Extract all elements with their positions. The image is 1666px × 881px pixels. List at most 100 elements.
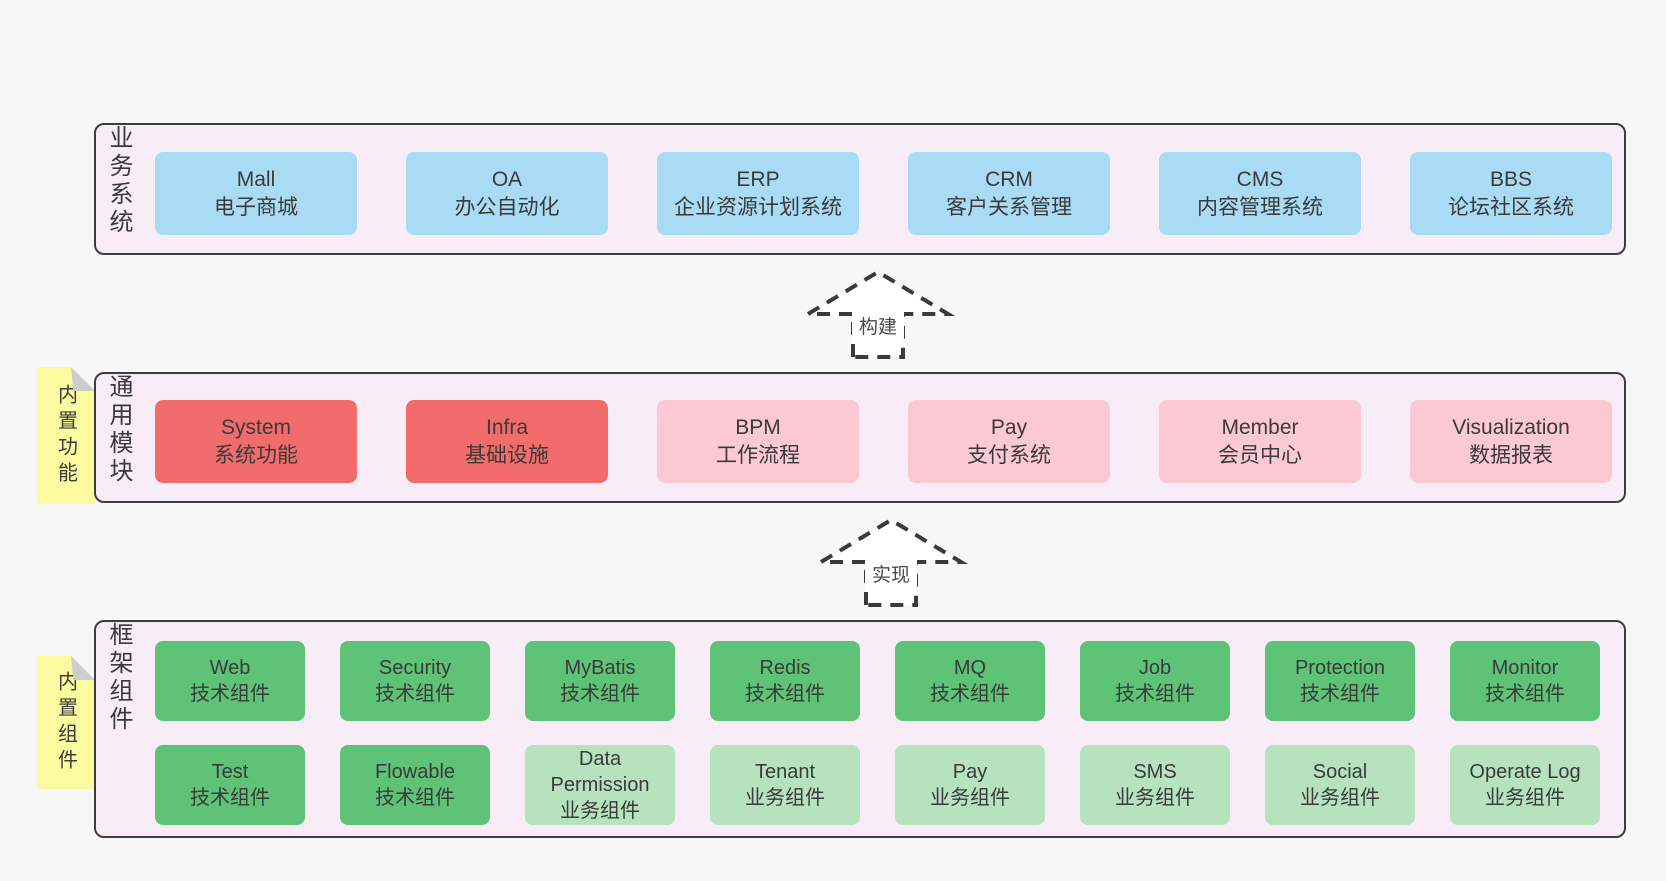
module-title: Job (1138, 657, 1172, 679)
module-subtitle: 技术组件 (190, 787, 270, 809)
module-title: SMS (1133, 761, 1177, 783)
module-subtitle: 数据报表 (1469, 443, 1553, 467)
module-subtitle: 业务组件 (930, 787, 1010, 809)
component-box-tenant: Tenant 业务组件 (710, 745, 860, 825)
module-box-member: Member 会员中心 (1159, 400, 1361, 483)
module-title: Web (209, 657, 251, 679)
module-subtitle: 内容管理系统 (1197, 195, 1323, 219)
component-box-job: Job 技术组件 (1080, 641, 1230, 721)
module-title: MQ (953, 657, 987, 679)
build-arrow-icon: 构建 (800, 269, 956, 359)
module-title: Flowable (374, 761, 456, 783)
module-subtitle: 技术组件 (930, 683, 1010, 705)
component-box-mybatis: MyBatis 技术组件 (525, 641, 675, 721)
module-title: Social (1312, 761, 1368, 783)
module-subtitle: 办公自动化 (454, 195, 560, 219)
component-box-test: Test 技术组件 (155, 745, 305, 825)
module-box-visualization: Visualization 数据报表 (1410, 400, 1612, 483)
implement-arrow-icon: 实现 (813, 517, 969, 607)
module-title: Monitor (1491, 657, 1559, 679)
module-title: Pay (990, 415, 1028, 439)
layer-common-modules: 通用模块 System 系统功能 Infra 基础设施 BPM 工作流程 Pay 支付系统 Me… (94, 372, 1626, 503)
module-title: OA (491, 167, 523, 191)
module-subtitle: 技术组件 (1115, 683, 1195, 705)
module-title: CRM (985, 167, 1033, 191)
module-title: Mall (236, 167, 276, 191)
system-box-bbs: BBS 论坛社区系统 (1410, 152, 1612, 235)
system-box-crm: CRM 客户关系管理 (908, 152, 1110, 235)
component-box-flowable: Flowable 技术组件 (340, 745, 490, 825)
module-subtitle: 论坛社区系统 (1448, 195, 1574, 219)
module-title: Pay (952, 761, 988, 783)
sticky-note-built-in-features: 内置功能 (37, 367, 95, 504)
module-subtitle: 系统功能 (214, 443, 298, 467)
sticky-note-label: 内置功能 (54, 383, 77, 488)
module-subtitle: 业务组件 (1115, 787, 1195, 809)
module-subtitle: 业务组件 (1300, 787, 1380, 809)
module-box-bpm: BPM 工作流程 (657, 400, 859, 483)
module-title: Test (211, 761, 249, 783)
layer-title: 业务系统 (105, 125, 132, 237)
layer-title: 框架组件 (105, 622, 132, 734)
module-title: Visualization (1452, 415, 1570, 439)
system-box-oa: OA 办公自动化 (406, 152, 608, 235)
module-title: Protection (1294, 657, 1386, 679)
sticky-note-label: 内置组件 (54, 670, 77, 775)
module-subtitle: 技术组件 (1485, 683, 1565, 705)
module-title: System (220, 415, 291, 439)
component-box-social: Social 业务组件 (1265, 745, 1415, 825)
module-subtitle: 业务组件 (1485, 787, 1565, 809)
layer-title: 通用模块 (105, 374, 132, 486)
module-title: CMS (1236, 167, 1284, 191)
component-box-security: Security 技术组件 (340, 641, 490, 721)
module-subtitle: 业务组件 (560, 800, 640, 822)
module-title: Infra (485, 415, 529, 439)
module-title: BBS (1489, 167, 1533, 191)
system-box-mall: Mall 电子商城 (155, 152, 357, 235)
module-subtitle: 工作流程 (716, 443, 800, 467)
layer-business-systems: 业务系统 Mall 电子商城 OA 办公自动化 ERP 企业资源计划系统 CRM 客户关系管理… (94, 123, 1626, 255)
module-subtitle: 技术组件 (560, 683, 640, 705)
module-title: ERP (736, 167, 780, 191)
module-subtitle: 基础设施 (465, 443, 549, 467)
module-subtitle: 技术组件 (745, 683, 825, 705)
module-title: Security (378, 657, 452, 679)
component-box-data-permission: Data Permission 业务组件 (525, 745, 675, 825)
component-box-web: Web 技术组件 (155, 641, 305, 721)
module-subtitle: 技术组件 (375, 787, 455, 809)
module-subtitle: 企业资源计划系统 (674, 195, 842, 219)
module-subtitle: 会员中心 (1218, 443, 1302, 467)
module-title: Data Permission (550, 748, 650, 796)
module-subtitle: 电子商城 (214, 195, 298, 219)
module-subtitle: 技术组件 (375, 683, 455, 705)
module-subtitle: 技术组件 (1300, 683, 1380, 705)
module-box-pay: Pay 支付系统 (908, 400, 1110, 483)
module-subtitle: 客户关系管理 (946, 195, 1072, 219)
component-box-pay: Pay 业务组件 (895, 745, 1045, 825)
arrow-label: 构建 (859, 316, 897, 338)
component-box-operate-log: Operate Log 业务组件 (1450, 745, 1600, 825)
module-box-system: System 系统功能 (155, 400, 357, 483)
component-box-protection: Protection 技术组件 (1265, 641, 1415, 721)
arrow-label-background (852, 311, 904, 341)
module-title: MyBatis (564, 657, 636, 679)
module-subtitle: 业务组件 (745, 787, 825, 809)
module-title: Member (1221, 415, 1299, 439)
sticky-note-built-in-components: 内置组件 (37, 656, 95, 789)
module-box-infra: Infra 基础设施 (406, 400, 608, 483)
component-box-mq: MQ 技术组件 (895, 641, 1045, 721)
arrow-label-background (865, 559, 917, 589)
system-box-erp: ERP 企业资源计划系统 (657, 152, 859, 235)
component-box-sms: SMS 业务组件 (1080, 745, 1230, 825)
module-subtitle: 支付系统 (967, 443, 1051, 467)
module-title: Operate Log (1469, 761, 1581, 783)
arrow-label: 实现 (872, 564, 910, 586)
component-box-monitor: Monitor 技术组件 (1450, 641, 1600, 721)
module-title: Tenant (754, 761, 816, 783)
module-subtitle: 技术组件 (190, 683, 270, 705)
module-title: BPM (735, 415, 781, 439)
system-box-cms: CMS 内容管理系统 (1159, 152, 1361, 235)
